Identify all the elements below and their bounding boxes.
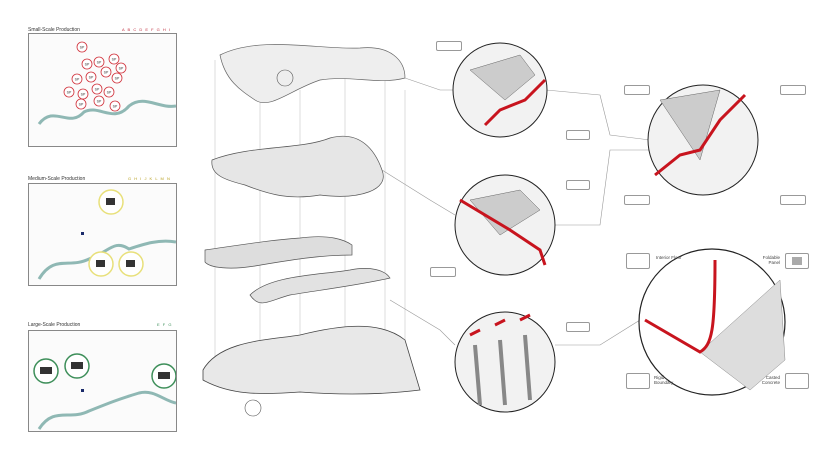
- detail-circle-2: [454, 174, 556, 276]
- label-box: [566, 322, 590, 332]
- river: [37, 239, 176, 280]
- panel-legend-medium: G H I J K L M N: [128, 176, 171, 181]
- production-marker-label: SP: [89, 75, 94, 79]
- map-large-svg: [33, 353, 176, 430]
- interior-floor-icon: [626, 253, 650, 269]
- production-marker-label: SP: [85, 62, 90, 66]
- production-marker: [91, 83, 103, 95]
- label-box: [780, 195, 806, 205]
- label-casted-concrete: Casted Concrete: [761, 375, 780, 385]
- production-marker: [108, 53, 120, 65]
- production-marker-label: SP: [113, 104, 118, 108]
- production-marker-label: SP: [80, 45, 85, 49]
- label-box: [436, 41, 462, 51]
- layer-folded-shell: [211, 135, 384, 198]
- site-marker: [81, 232, 84, 235]
- production-marker: [63, 86, 75, 98]
- label-box: [624, 85, 650, 95]
- detail-circle-1: [452, 42, 548, 138]
- production-marker-label: SP: [107, 90, 112, 94]
- panel-legend-small: A B C D E F G H I: [122, 27, 172, 32]
- rigid-boundary-icon: [626, 373, 650, 389]
- label-rigid-boundary: Rigid Boundary: [654, 375, 674, 385]
- detail-circle-3: [454, 311, 556, 413]
- panel-legend-large: E F G: [157, 322, 173, 327]
- label-box: [430, 267, 456, 277]
- production-marker: [109, 100, 121, 112]
- factory-icon: [126, 260, 135, 267]
- production-marker-label: SP: [97, 60, 102, 64]
- production-marker: [93, 95, 105, 107]
- production-marker: [71, 73, 83, 85]
- production-marker: [111, 72, 123, 84]
- production-marker-label: SP: [112, 57, 117, 61]
- map-small-svg: SP SP SP SP SP SP SP SP SP SP SP SP SP SP SP SP: [37, 41, 176, 125]
- label-foldable-panel: Foldable Panel: [762, 255, 780, 265]
- production-marker: [103, 86, 115, 98]
- river: [37, 390, 176, 430]
- layer-ribs: [204, 236, 353, 269]
- factory-icon: [96, 260, 105, 267]
- production-marker: [115, 62, 127, 74]
- label-box: [566, 180, 590, 190]
- map-medium-svg: [37, 189, 176, 280]
- production-marker-label: SP: [104, 70, 109, 74]
- casted-concrete-icon: [785, 373, 809, 389]
- panel-title-medium: Medium-Scale Production: [28, 176, 86, 182]
- factory-icon: [158, 372, 170, 379]
- panel-title-small: Small-Scale Production: [28, 27, 80, 33]
- map-large-scale: [28, 330, 177, 432]
- map-small-scale: SP SP SP SP SP SP SP SP SP SP SP SP SP SP SP SP: [28, 33, 177, 147]
- production-marker-label: SP: [81, 92, 86, 96]
- production-marker-label: SP: [95, 87, 100, 91]
- foldable-panel-icon: [785, 253, 809, 269]
- factory-icon: [71, 362, 83, 369]
- leader-lines: [381, 77, 651, 346]
- label-interior-floor: Interior Floor: [656, 255, 682, 260]
- factory-icon: [40, 367, 52, 374]
- factory-icon: [106, 198, 115, 205]
- detail-marker: [244, 399, 262, 417]
- production-marker-label: SP: [75, 77, 80, 81]
- production-marker: [100, 66, 112, 78]
- production-marker-label: SP: [79, 102, 84, 106]
- production-marker-label: SP: [67, 90, 72, 94]
- detail-circle-5: [638, 248, 786, 396]
- production-marker: [76, 41, 88, 53]
- site-marker: [81, 389, 84, 392]
- detail-marker: [276, 69, 294, 87]
- map-medium-scale: [28, 183, 177, 286]
- layer-boundary: [249, 268, 391, 304]
- production-marker: [75, 98, 87, 110]
- river: [37, 99, 176, 125]
- production-marker: [93, 56, 105, 68]
- label-box: [566, 130, 590, 140]
- layer-assembled-building: [202, 325, 421, 395]
- detail-circle-4: [647, 84, 759, 196]
- label-box: [780, 85, 806, 95]
- production-markers: SP SP SP SP SP SP SP SP SP SP SP SP SP SP SP SP: [63, 41, 127, 112]
- layer-top-panels: [219, 44, 406, 104]
- production-marker: [85, 71, 97, 83]
- production-marker-label: SP: [115, 76, 120, 80]
- production-marker: [81, 58, 93, 70]
- production-marker-label: SP: [119, 66, 124, 70]
- production-marker-label: SP: [97, 99, 102, 103]
- panel-title-large: Large-Scale Production: [28, 322, 81, 328]
- label-box: [624, 195, 650, 205]
